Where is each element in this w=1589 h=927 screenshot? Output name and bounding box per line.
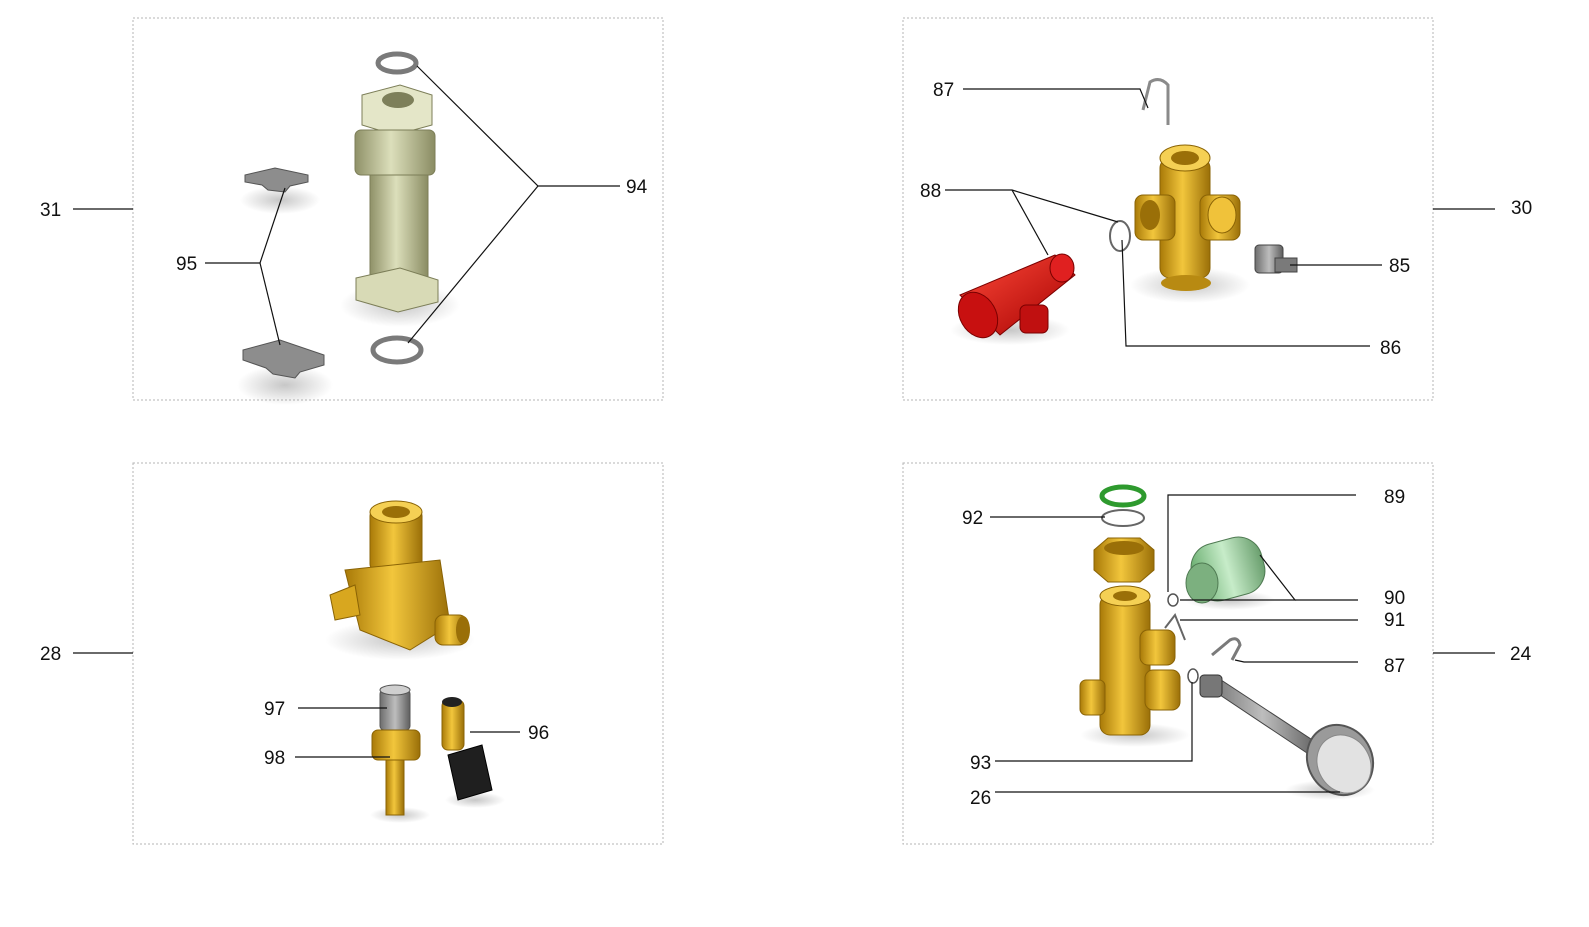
part-label-85: 85: [1389, 256, 1410, 277]
safety-valve: [950, 253, 1076, 345]
leader-line: [1234, 659, 1358, 663]
expansion-vessel: [1185, 536, 1275, 610]
temperature-sensor: [370, 684, 430, 823]
part-label-86: 86: [1380, 338, 1401, 359]
panel-top-right: 30 87: [902, 17, 1532, 401]
part-label-94: 94: [626, 177, 648, 198]
o-ring-93: [1187, 668, 1199, 684]
part-label-96: 96: [528, 723, 549, 744]
panel-top-left: 31 94 95: [40, 17, 664, 405]
o-ring-86: [1109, 220, 1131, 252]
brass-fitting: [325, 500, 475, 660]
group-label-30: 30: [1511, 198, 1532, 219]
leader-line: [1121, 239, 1370, 347]
part-label-97: 97: [264, 699, 285, 720]
panel-bottom-left: 28 97 98: [40, 462, 664, 845]
retaining-clip-87: [1141, 78, 1170, 125]
clip-lower: [237, 339, 333, 405]
pressure-gauge: [1199, 674, 1375, 800]
grey-valve-85: [1254, 244, 1298, 274]
group-label-24: 24: [1510, 644, 1532, 665]
leader-line: [1167, 494, 1356, 592]
clip-91: [1164, 612, 1186, 641]
part-label-87b: 87: [1384, 656, 1405, 677]
leader-line: [995, 682, 1193, 762]
leader-line: [1011, 189, 1049, 256]
circlip-92: [1101, 509, 1145, 527]
clip-upper: [240, 167, 320, 214]
leader-line: [963, 88, 1149, 109]
group-label-31: 31: [40, 200, 61, 221]
part-label-91: 91: [1384, 610, 1405, 631]
leader-line: [416, 65, 620, 187]
brass-manifold: [1079, 585, 1190, 747]
group-label-28: 28: [40, 644, 61, 665]
part-label-26: 26: [970, 788, 991, 809]
o-ring-90: [1167, 593, 1179, 607]
panel-bottom-right: 24: [902, 462, 1532, 845]
green-o-ring: [1099, 484, 1147, 508]
part-label-98: 98: [264, 748, 285, 769]
pressure-sensor: [441, 697, 505, 808]
leader-line: [259, 262, 281, 346]
o-ring-bottom: [370, 335, 424, 365]
brass-nut: [1093, 537, 1155, 583]
part-label-90: 90: [1384, 588, 1405, 609]
part-label-92: 92: [962, 508, 983, 529]
panel-frame: [132, 462, 664, 845]
part-label-87: 87: [933, 80, 954, 101]
leader-line: [407, 185, 539, 344]
o-ring-top: [375, 51, 419, 75]
part-label-95: 95: [176, 254, 197, 275]
part-label-93: 93: [970, 753, 991, 774]
filter-cartridge: [340, 84, 460, 327]
retaining-clip-87: [1211, 637, 1242, 661]
part-label-88: 88: [920, 181, 941, 202]
part-label-89: 89: [1384, 487, 1405, 508]
leader-line: [945, 189, 1119, 223]
valve-body: [1130, 144, 1250, 303]
